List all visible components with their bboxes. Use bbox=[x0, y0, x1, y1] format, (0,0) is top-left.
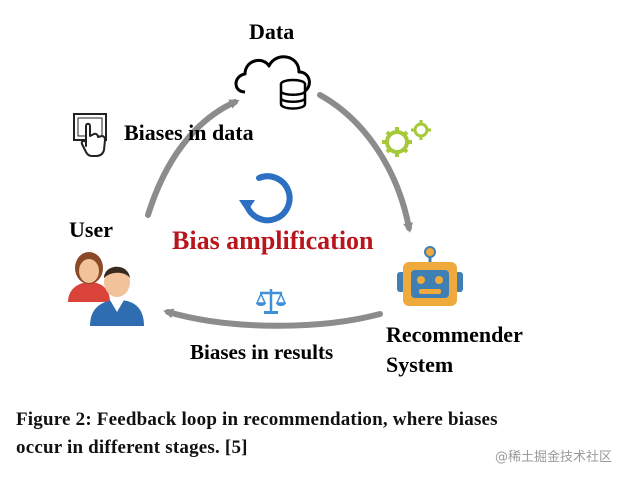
caption-line-1: Figure 2: Feedback loop in recommendatio… bbox=[16, 409, 498, 430]
node-label-recommender-line2: System bbox=[386, 352, 454, 377]
touch-screen-icon bbox=[73, 113, 107, 157]
cloud-database-icon bbox=[234, 55, 311, 110]
cycle-arrow-icon bbox=[239, 173, 293, 224]
arrow-recommender-to-user bbox=[163, 308, 383, 329]
node-label-recommender-line1: Recommender bbox=[386, 322, 523, 347]
arrow-data-to-recommender bbox=[317, 92, 413, 233]
node-label-data: Data bbox=[249, 19, 295, 44]
center-label-bias-amplification: Bias amplification bbox=[172, 226, 374, 255]
node-label-user: User bbox=[69, 217, 113, 242]
node-label-recommender-system: Recommender System bbox=[386, 320, 523, 380]
caption-line-2: occur in different stages. [5] bbox=[16, 437, 248, 458]
figure-caption: Figure 2: Feedback loop in recommendatio… bbox=[16, 406, 586, 462]
watermark: @稀土掘金技术社区 bbox=[494, 450, 612, 465]
edge-label-biases-in-results: Biases in results bbox=[190, 340, 334, 364]
gears-icon bbox=[382, 120, 431, 157]
arrow-user-to-data bbox=[145, 99, 240, 218]
users-icon bbox=[68, 252, 144, 326]
scales-icon bbox=[255, 289, 287, 314]
robot-icon bbox=[397, 246, 463, 306]
edge-label-biases-in-data: Biases in data bbox=[124, 120, 254, 145]
